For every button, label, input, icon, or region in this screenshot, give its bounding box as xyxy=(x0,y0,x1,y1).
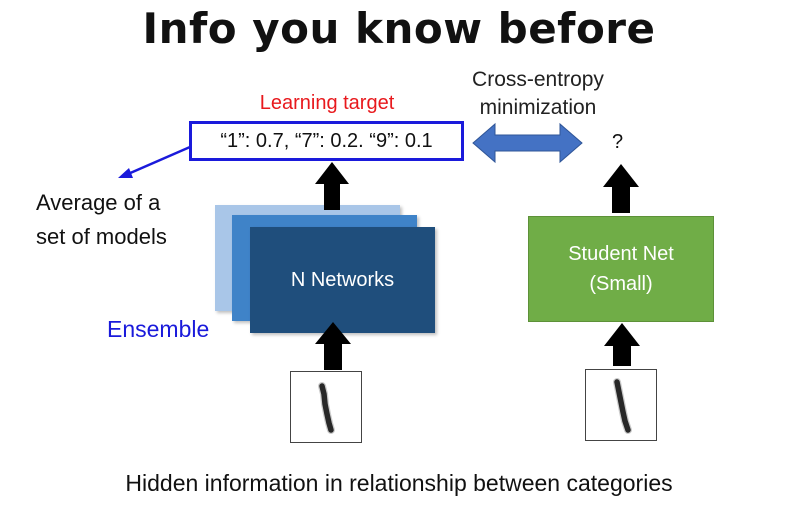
target-distribution-box: “1”: 0.7, “7”: 0.2. “9”: 0.1 xyxy=(189,121,464,161)
handwritten-digit-one-icon xyxy=(613,378,632,434)
teacher-networks-label: N Networks xyxy=(290,268,395,291)
teacher-input-digit-image xyxy=(290,371,362,443)
double-headed-arrow-icon xyxy=(472,122,583,164)
learning-target-label: Learning target xyxy=(259,92,395,114)
up-arrow-icon xyxy=(315,322,351,370)
student-net-label-line-2: (Small) xyxy=(589,273,653,295)
up-arrow-icon xyxy=(603,164,639,213)
teacher-networks-box: N Networks xyxy=(250,227,435,333)
cross-entropy-line-2: minimization xyxy=(479,96,597,119)
student-output-unknown: ? xyxy=(612,131,624,153)
cross-entropy-label: Cross-entropy minimization xyxy=(438,66,638,122)
page-title: Info you know before xyxy=(142,4,656,53)
handwritten-digit-one-icon xyxy=(318,382,335,434)
target-distribution-text: “1”: 0.7, “7”: 0.2. “9”: 0.1 xyxy=(220,129,433,152)
student-net-label-line-1: Student Net xyxy=(568,243,674,265)
cross-entropy-line-1: Cross-entropy xyxy=(472,68,604,91)
student-net-box: Student Net (Small) xyxy=(528,216,714,322)
student-input-digit-image xyxy=(585,369,657,441)
ensemble-label: Ensemble xyxy=(107,316,210,342)
caption: Hidden information in relationship betwe… xyxy=(125,470,673,496)
up-arrow-icon xyxy=(604,323,640,366)
average-line-1: Average of a xyxy=(36,190,161,215)
up-arrow-icon xyxy=(315,162,349,210)
diagonal-pointer-arrow-icon xyxy=(118,145,191,178)
average-of-models-label: Average of a set of models xyxy=(36,186,216,254)
average-line-2: set of models xyxy=(36,224,167,249)
